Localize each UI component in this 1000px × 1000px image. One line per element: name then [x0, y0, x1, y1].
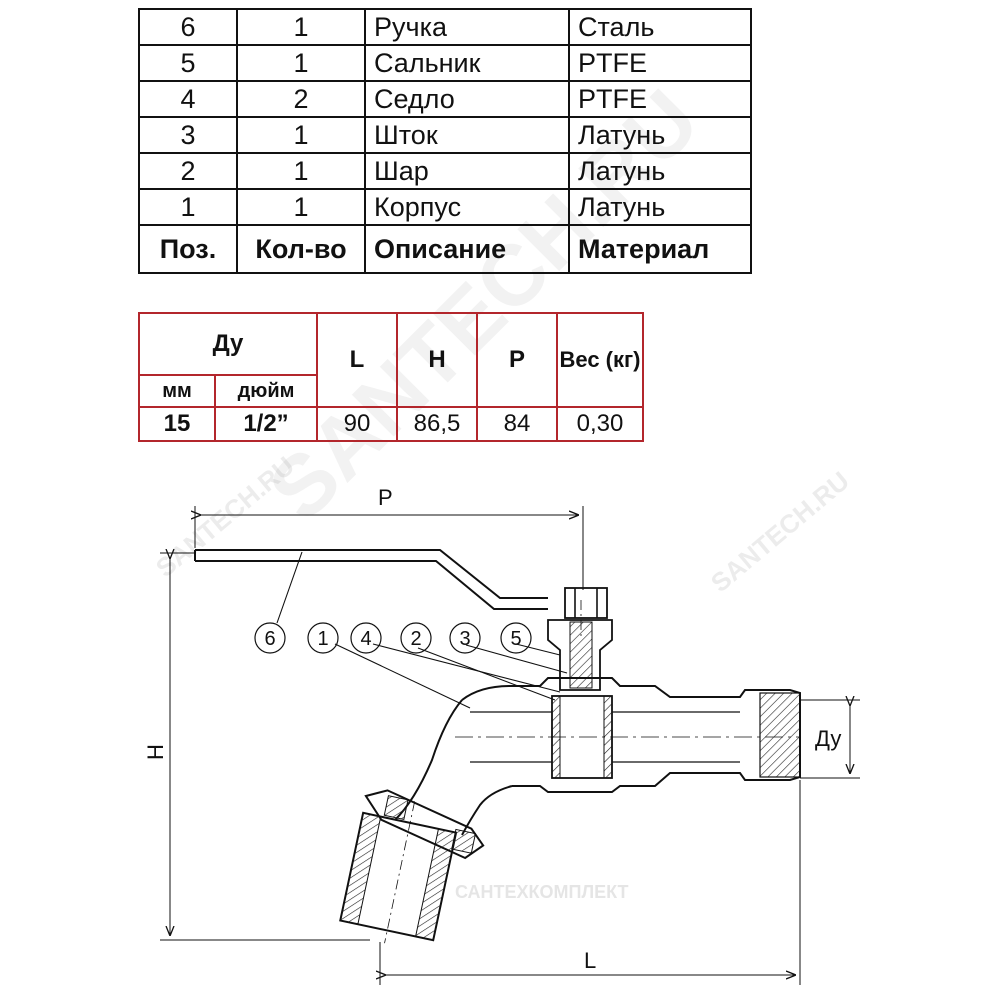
header-weight: Вес (кг)	[556, 312, 644, 408]
table-row: 5 1 Сальник PTFE	[138, 44, 752, 82]
dim-label-L: L	[584, 948, 596, 973]
dim-label-H: H	[143, 744, 168, 760]
cell-pos: 2	[138, 152, 238, 190]
valve-drawing: 6 1 4 2 3 5 P H L Ду	[143, 485, 860, 985]
cell-material: Латунь	[568, 152, 752, 190]
value-mm: 15	[138, 406, 216, 442]
table-row: 15 1/2” 90 86,5 84 0,30	[138, 406, 644, 442]
dim-label-P: P	[378, 485, 393, 510]
cell-material: PTFE	[568, 80, 752, 118]
value-L: 90	[316, 406, 398, 442]
table-row: 4 2 Седло PTFE	[138, 80, 752, 118]
header-desc: Описание	[364, 224, 570, 274]
callout-1: 1	[317, 628, 328, 650]
header-H: H	[396, 312, 478, 408]
header-du: Ду	[138, 312, 318, 376]
header-qty: Кол-во	[236, 224, 366, 274]
table-row: 2 1 Шар Латунь	[138, 152, 752, 190]
cell-material: Латунь	[568, 116, 752, 154]
cell-pos: 5	[138, 44, 238, 82]
table-row: 6 1 Ручка Сталь	[138, 8, 752, 46]
cell-qty: 1	[236, 188, 366, 226]
cell-pos: 6	[138, 8, 238, 46]
dim-label-Du: Ду	[815, 726, 841, 751]
table-row: 1 1 Корпус Латунь	[138, 188, 752, 226]
header-L: L	[316, 312, 398, 408]
cell-pos: 1	[138, 188, 238, 226]
header-inch: дюйм	[214, 374, 318, 408]
callout-3: 3	[459, 628, 470, 650]
value-H: 86,5	[396, 406, 478, 442]
cell-qty: 1	[236, 8, 366, 46]
table-row: 3 1 Шток Латунь	[138, 116, 752, 154]
cell-desc: Седло	[364, 80, 570, 118]
cell-qty: 1	[236, 116, 366, 154]
cell-pos: 3	[138, 116, 238, 154]
header-mm: мм	[138, 374, 216, 408]
cell-desc: Шар	[364, 152, 570, 190]
callout-5: 5	[510, 628, 521, 650]
header-P: P	[476, 312, 558, 408]
table-header-row: Поз. Кол-во Описание Материал	[138, 224, 752, 274]
cell-material: PTFE	[568, 44, 752, 82]
header-pos: Поз.	[138, 224, 238, 274]
cell-desc: Ручка	[364, 8, 570, 46]
watermark-bottom: САНТЕХКОМПЛЕКТ	[455, 882, 629, 902]
cell-material: Латунь	[568, 188, 752, 226]
parts-table: 6 1 Ручка Сталь 5 1 Сальник PTFE 4 2 Сед…	[138, 8, 752, 274]
callout-6: 6	[264, 628, 275, 650]
cell-qty: 1	[236, 152, 366, 190]
cell-qty: 1	[236, 44, 366, 82]
value-weight: 0,30	[556, 406, 644, 442]
cell-pos: 4	[138, 80, 238, 118]
cell-desc: Сальник	[364, 44, 570, 82]
callout-4: 4	[360, 628, 371, 650]
cell-desc: Корпус	[364, 188, 570, 226]
cell-qty: 2	[236, 80, 366, 118]
cell-material: Сталь	[568, 8, 752, 46]
value-P: 84	[476, 406, 558, 442]
value-inch: 1/2”	[214, 406, 318, 442]
cell-desc: Шток	[364, 116, 570, 154]
callout-2: 2	[410, 628, 421, 650]
header-material: Материал	[568, 224, 752, 274]
dimensions-table: Ду L H P Вес (кг) мм дюйм 15 1/2” 90 86,…	[138, 312, 644, 442]
